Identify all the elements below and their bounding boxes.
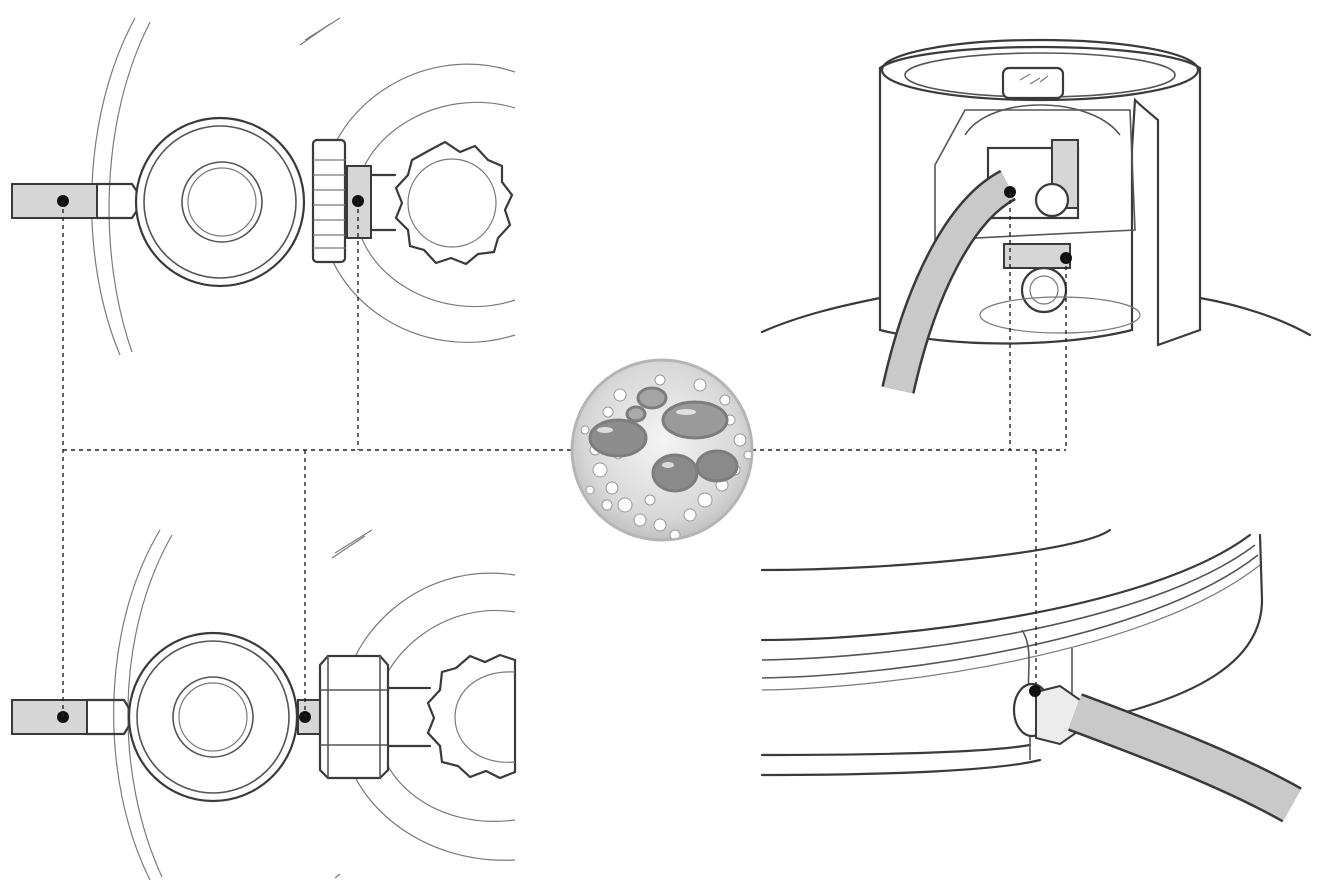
cylinder-shoulder-left	[760, 296, 882, 334]
hex-fitting	[1035, 684, 1081, 746]
pipe-neck	[85, 698, 132, 736]
valve-cap	[1001, 66, 1065, 100]
connector-lines	[62, 192, 1067, 717]
regulator-bottom-panel	[11, 529, 517, 881]
outlet-pipe	[11, 699, 88, 735]
pipe-neck	[95, 182, 142, 220]
tank-top-edge	[760, 528, 1112, 572]
tank-side	[1068, 533, 1264, 727]
regulator-dial	[172, 676, 254, 758]
handwheel	[394, 140, 514, 266]
outlet-fitting	[1003, 243, 1071, 269]
guard-rim	[880, 38, 1200, 102]
guard-window	[934, 109, 1136, 241]
collar-arc-inner	[108, 21, 151, 353]
hose	[1068, 695, 1301, 821]
collar-arc-outer	[91, 17, 136, 356]
tank-band-1	[760, 533, 1252, 642]
valve-dome	[964, 104, 1121, 136]
collar-arc-outer	[113, 529, 161, 881]
handwheel	[426, 653, 517, 780]
hex-nut	[318, 654, 390, 780]
hose-connection-panel	[760, 528, 1302, 823]
tank-bottom-edge	[760, 743, 1032, 757]
hose	[883, 172, 1016, 394]
cylinder-shoulder-right	[1198, 296, 1312, 337]
cylinder-valve-panel	[760, 38, 1312, 394]
regulator-body	[134, 116, 306, 288]
knurled-nut	[311, 138, 347, 264]
regulator-body	[127, 631, 299, 803]
check-point-7	[1029, 685, 1041, 697]
soap-bubbles-circle	[570, 358, 754, 542]
outlet-port	[1020, 266, 1068, 314]
regulator-dial	[181, 161, 263, 243]
outlet-pipe	[11, 183, 98, 219]
regulator-top-panel	[11, 17, 516, 356]
